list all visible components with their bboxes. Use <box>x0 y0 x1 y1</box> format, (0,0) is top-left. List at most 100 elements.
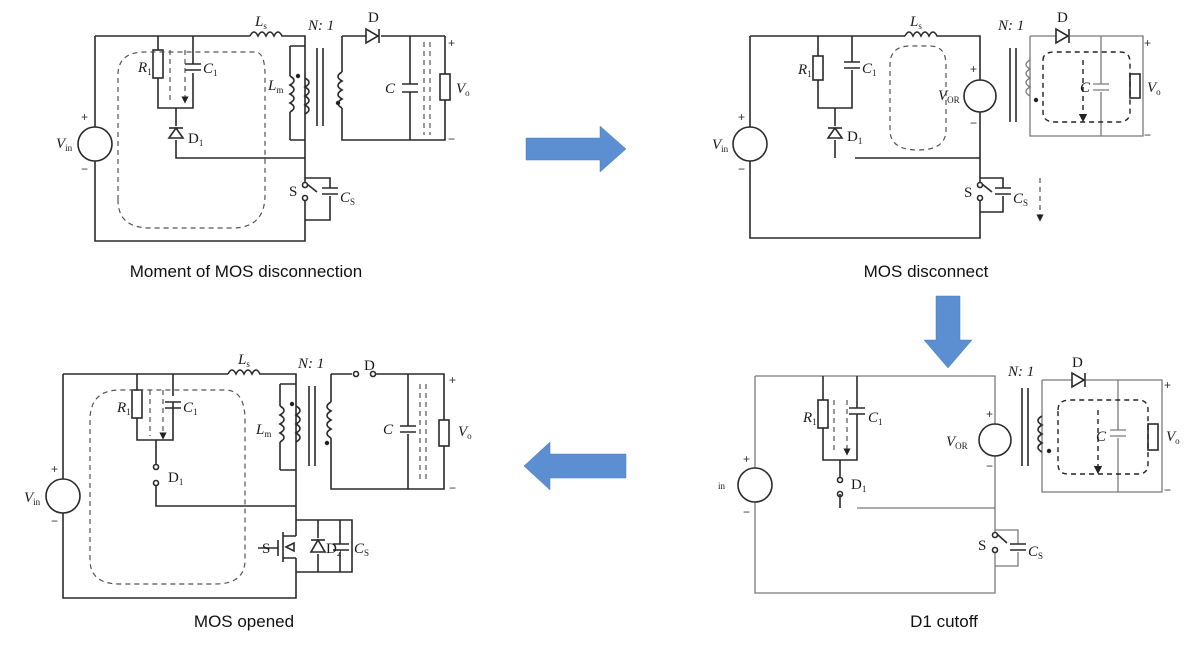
label-turns-ratio: N: 1 <box>307 18 334 34</box>
label-s: S <box>262 541 270 557</box>
diode-d1 <box>826 126 844 139</box>
resistor-r1 <box>817 399 829 429</box>
capacitor-c1 <box>165 401 181 409</box>
inductor-lm <box>278 405 285 443</box>
diode-d1-open <box>836 476 844 484</box>
transformer-core <box>1009 48 1017 122</box>
label-r1: R1 <box>802 410 817 427</box>
panel-d1-cutoff: N: 1 D R1 C1 VOR + − C Vo + − in + − D1 … <box>718 355 1180 631</box>
capacitor-cs <box>1010 543 1026 551</box>
label-cs: CS <box>340 190 355 207</box>
label-s: S <box>964 185 972 201</box>
panel-mos-disconnect: Ls N: 1 D R1 C1 VOR + − C Vo + − Vin + −… <box>712 10 1161 281</box>
label-s: S <box>289 184 297 200</box>
label-d: D <box>364 358 375 374</box>
plus-sign: + <box>738 110 745 124</box>
diode-d-open <box>352 370 360 378</box>
capacitor-c1 <box>185 63 201 71</box>
capacitor-cs <box>333 543 349 551</box>
capacitor-c <box>400 374 416 489</box>
resistor-vo-load <box>439 73 451 101</box>
minus-sign: − <box>448 132 455 146</box>
diode-d2 <box>309 538 327 553</box>
label-c1: C1 <box>862 61 877 78</box>
source-vin <box>45 478 81 514</box>
panel-mos-opened: Ls N: 1 D R1 C1 Lm C Vo + − Vin + − D1 S… <box>24 352 472 631</box>
diode-d1-open <box>152 463 160 471</box>
transformer-core <box>316 48 324 126</box>
label-turns-ratio: N: 1 <box>997 18 1024 34</box>
arrow-left-icon <box>523 441 627 491</box>
label-cs: CS <box>354 541 369 558</box>
plus-sign: + <box>81 110 88 124</box>
label-turns-ratio: N: 1 <box>1007 364 1034 380</box>
label-lm: Lm <box>255 422 271 439</box>
plus-sign: + <box>743 452 750 466</box>
plus-sign: + <box>970 62 977 76</box>
label-ls: Ls <box>237 352 250 369</box>
diode-d <box>1071 371 1086 389</box>
label-c: C <box>1096 429 1107 445</box>
plus-sign: + <box>449 373 456 387</box>
minus-sign: − <box>970 116 977 130</box>
resistor-r1 <box>812 55 824 81</box>
capacitor-cs <box>322 187 338 195</box>
plus-sign: + <box>1164 378 1171 392</box>
label-turns-ratio: N: 1 <box>297 356 324 372</box>
minus-sign: − <box>743 505 750 519</box>
plus-sign: + <box>448 36 455 50</box>
switch-s <box>976 181 984 189</box>
diode-d <box>1055 27 1070 45</box>
label-c1: C1 <box>183 400 198 417</box>
label-vin: Vin <box>712 137 729 154</box>
switch-s <box>301 181 309 189</box>
inductor-ls <box>904 31 940 38</box>
transformer-core <box>308 386 316 466</box>
plus-sign: + <box>986 407 993 421</box>
panel-moment-of-mos-disconnection: Ls N: 1 D R1 C1 Lm C Vo + − Vin + − D1 S… <box>56 10 470 281</box>
diode-d1 <box>167 126 185 139</box>
resistor-r1 <box>131 389 143 419</box>
resistor-vo-load <box>438 419 450 447</box>
plus-sign: + <box>51 462 58 476</box>
switch-s <box>991 531 999 539</box>
label-vo: Vo <box>1147 80 1161 97</box>
label-vo: Vo <box>458 424 472 441</box>
caption-panel-4: D1 cutoff <box>910 612 978 631</box>
source-vin <box>737 467 773 503</box>
inductor-ls <box>249 31 285 38</box>
diode-d <box>365 27 380 45</box>
minus-sign: − <box>51 514 58 528</box>
transformer-core <box>1021 388 1029 466</box>
minus-sign: − <box>449 481 456 495</box>
label-d: D <box>368 10 379 26</box>
label-r1: R1 <box>137 60 152 77</box>
label-d1: D1 <box>847 129 862 146</box>
label-vin: in <box>718 481 726 491</box>
label-d1: D1 <box>851 477 866 494</box>
label-d: D <box>1072 355 1083 371</box>
minus-sign: − <box>1144 128 1151 142</box>
minus-sign: − <box>738 162 745 176</box>
label-d1: D1 <box>188 131 203 148</box>
label-vor: VOR <box>946 434 968 451</box>
label-d: D <box>1057 10 1068 26</box>
label-ls: Ls <box>909 14 922 31</box>
label-c: C <box>383 422 394 438</box>
caption-panel-1: Moment of MOS disconnection <box>130 262 362 281</box>
label-vor: VOR <box>938 88 960 105</box>
label-c1: C1 <box>868 410 883 427</box>
label-vo: Vo <box>1166 429 1180 446</box>
plus-sign: + <box>1144 36 1151 50</box>
minus-sign: − <box>81 162 88 176</box>
inductor-ls <box>227 369 262 376</box>
capacitor-c <box>1093 36 1109 136</box>
capacitor-c <box>402 36 418 140</box>
label-r1: R1 <box>116 400 131 417</box>
label-d1: D1 <box>168 470 183 487</box>
resistor-vo-load <box>1147 423 1159 451</box>
caption-panel-3: MOS opened <box>194 612 294 631</box>
label-d2: D2 <box>326 541 341 558</box>
label-ls: Ls <box>254 14 267 31</box>
